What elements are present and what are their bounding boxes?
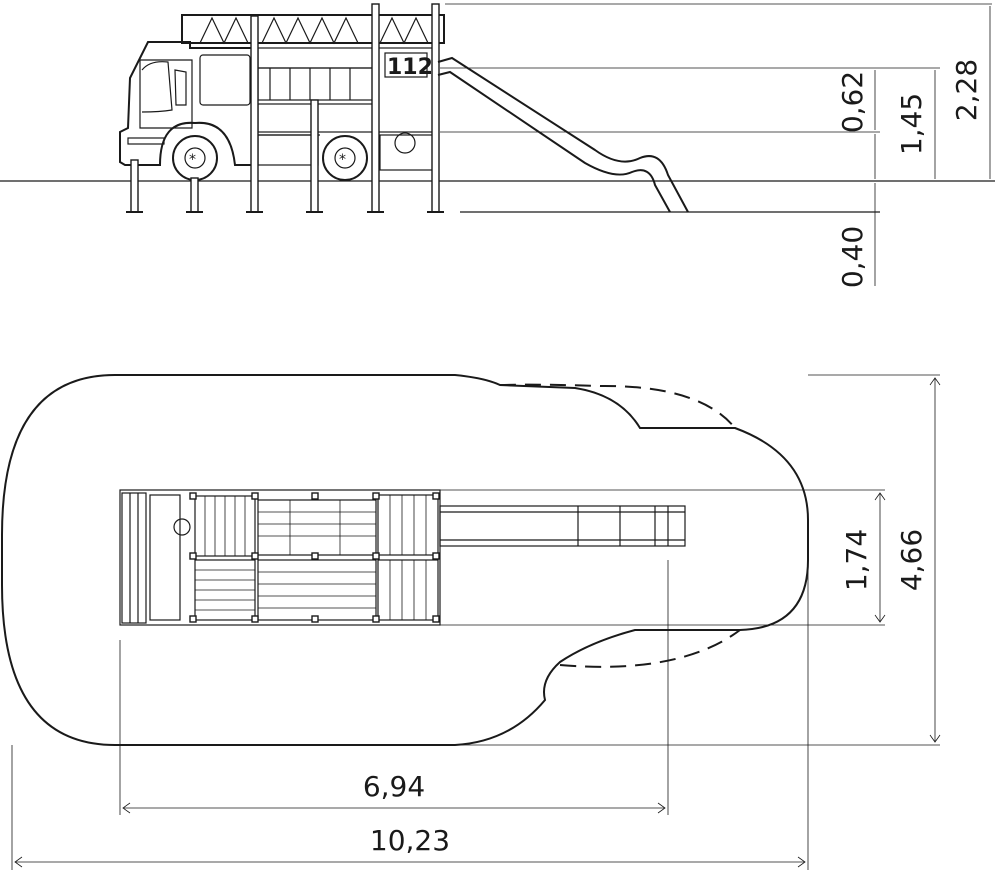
truck-body: 112 <box>257 47 437 171</box>
slide-zone-dashed-upper <box>499 383 736 429</box>
ladder <box>181 14 445 45</box>
slide-side <box>437 56 689 213</box>
side-view: 0,62 1,45 2,28 0,40 * * <box>0 3 995 288</box>
steering-wheel <box>173 518 191 536</box>
front-wheel: * <box>172 135 218 181</box>
svg-text:*: * <box>339 152 346 168</box>
dim-platform-height: 1,45 <box>895 93 928 155</box>
dim-structure-width: 1,74 <box>840 529 873 591</box>
svg-text:*: * <box>189 152 196 168</box>
dim-safety-width: 4,66 <box>895 529 928 591</box>
truck-number: 112 <box>387 55 433 80</box>
safety-area-outline <box>1 374 809 746</box>
dim-structure-length: 6,94 <box>363 770 425 803</box>
dim-safety-length: 10,23 <box>370 824 450 857</box>
slide-zone-dashed-lower <box>559 629 741 668</box>
dim-total-height: 2,28 <box>950 59 983 121</box>
structure-plan <box>119 489 441 626</box>
slide-plan <box>439 505 686 547</box>
dim-foundation-depth: 0,40 <box>836 226 869 288</box>
posts <box>126 3 444 213</box>
rear-wheel: * <box>322 135 368 181</box>
dim-slide-height: 0,62 <box>836 71 869 133</box>
top-view: 1,74 4,66 6,94 10,23 <box>1 374 941 870</box>
